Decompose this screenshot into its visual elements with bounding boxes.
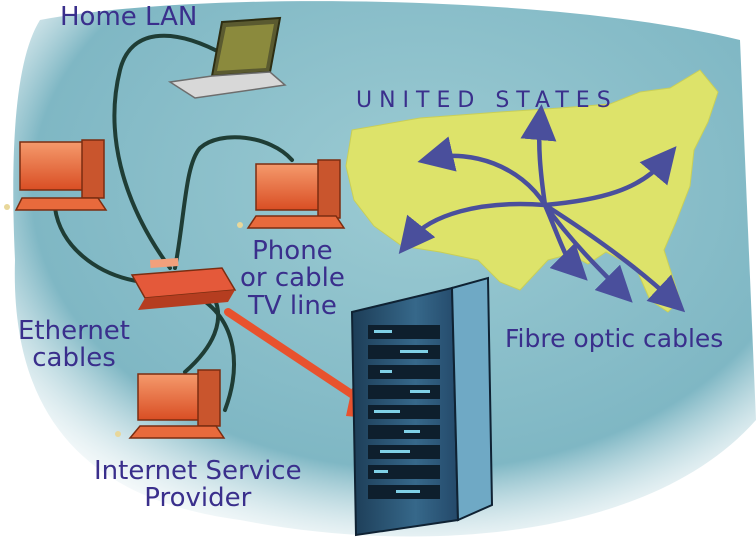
ethernet-cables-label: Ethernet cables [18,316,130,374]
phone-label-line-3: TV line [247,290,337,321]
router-icon [130,258,237,310]
fibre-optic-label: Fibre optic cables [505,324,724,353]
ethernet-label-line-1: Ethernet [18,316,130,346]
phone-label-line-1: Phone [252,236,333,266]
isp-label: Internet Service Provider [94,456,302,514]
country-label: UNITED STATES [356,88,618,113]
home-lan-label: Home LAN [60,2,198,32]
laptop-icon [167,16,287,99]
ethernet-label-line-2: cables [32,343,116,374]
desktop-computer-icon [237,159,346,229]
phone-label-line-2: or cable [240,263,345,294]
fibre-optic-lines [398,104,686,313]
phone-cable-tv-label: Phone or cable TV line [240,236,345,321]
desktop-computer-icon [115,369,226,439]
isp-label-line-1: Internet Service [94,456,302,486]
ethernet-cables [53,33,294,412]
desktop-computer-icon [4,139,108,211]
server-rack-icon [350,276,494,537]
isp-label-line-2: Provider [144,483,252,514]
